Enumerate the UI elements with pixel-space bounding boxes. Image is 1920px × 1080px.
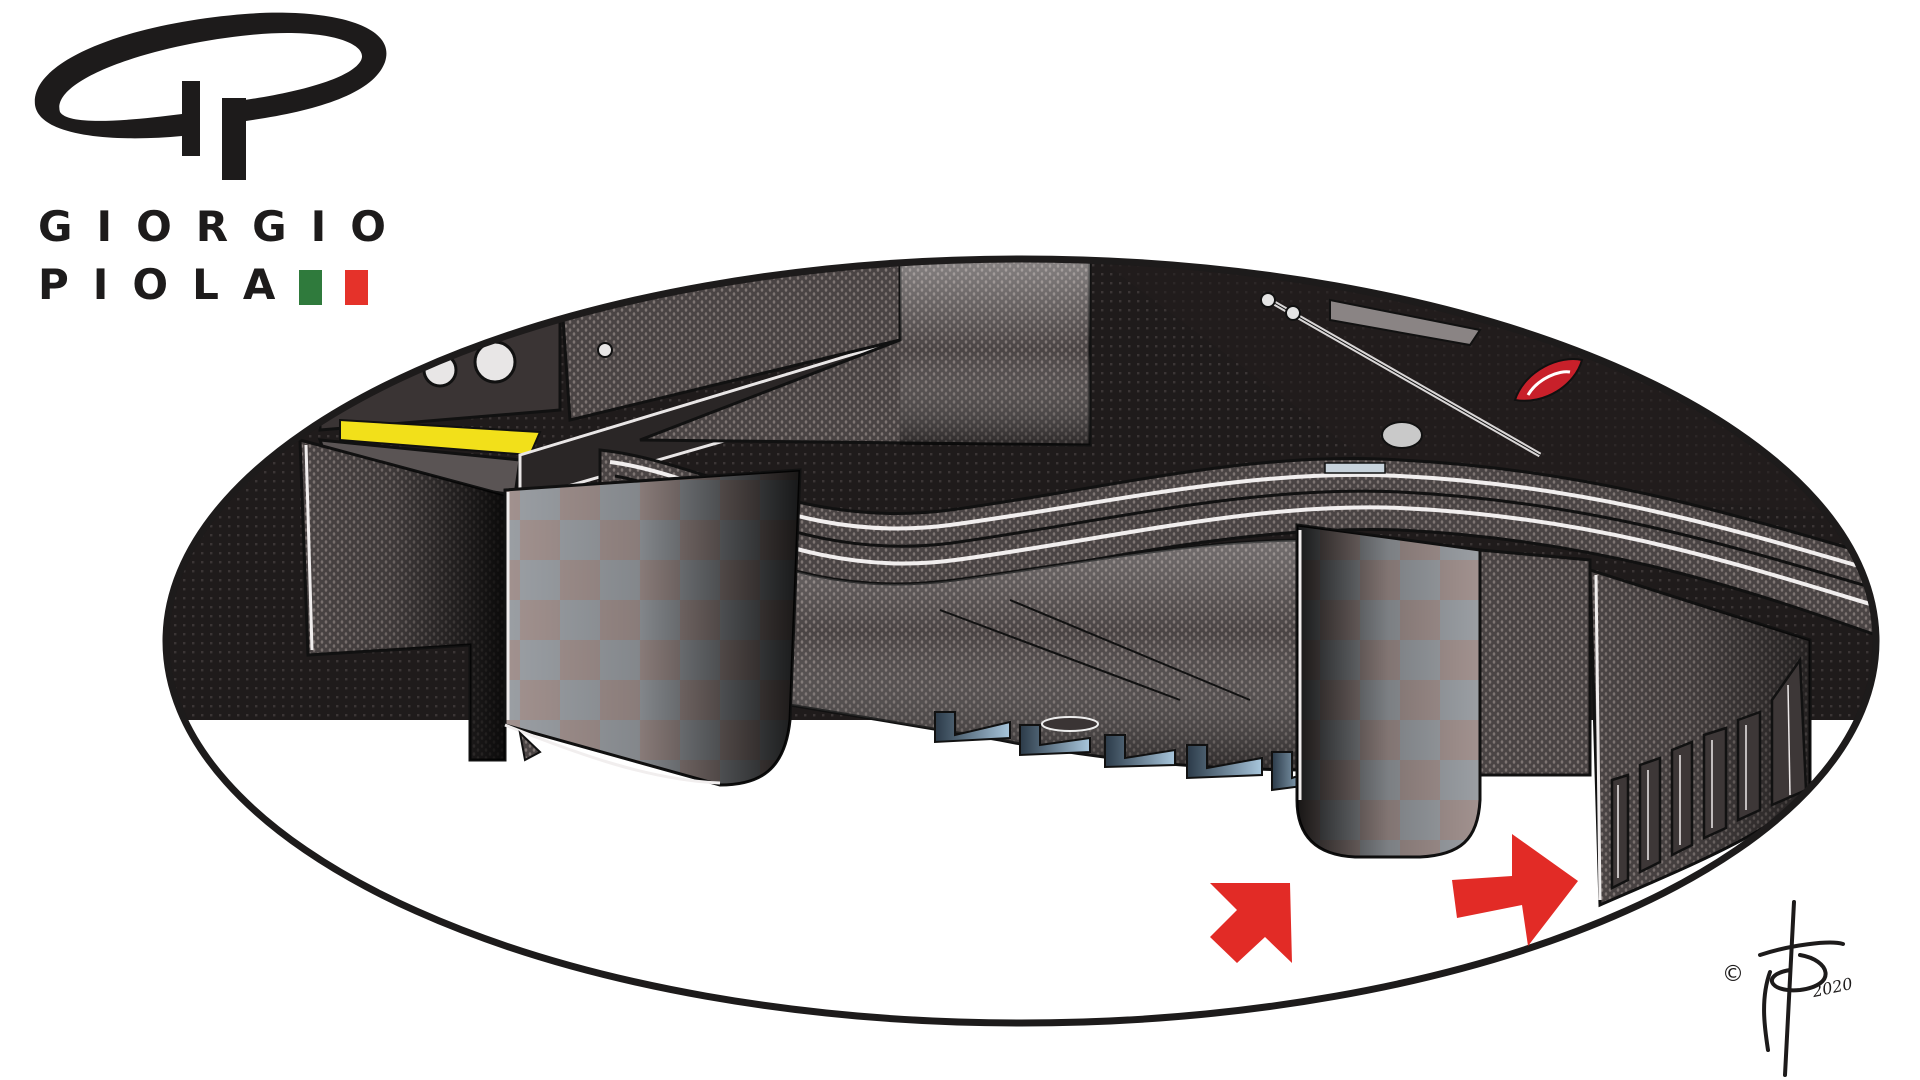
gp-monogram-logo xyxy=(34,12,387,180)
pushrod xyxy=(1260,292,1584,458)
italian-flag-green-bar xyxy=(299,270,322,305)
signature-copyright-mark: © xyxy=(1722,962,1744,987)
middle-diffuser-fence xyxy=(1295,523,1592,859)
left-outer-endplate xyxy=(298,438,507,762)
diffuser-illustration xyxy=(166,259,1876,908)
underfloor-strakes xyxy=(934,711,1311,792)
left-diffuser-fence xyxy=(503,468,802,787)
arrow-1-up-right-icon xyxy=(1210,883,1292,963)
logo-wordmark-giorgio: GIORGIO xyxy=(38,202,410,251)
italian-flag-red-bar xyxy=(345,270,368,305)
right-endplate-slotted-fins xyxy=(1588,567,1812,908)
arrow-2-right-icon xyxy=(1452,834,1578,946)
vignette-ellipse-frame xyxy=(162,255,1880,1027)
artist-signature xyxy=(1758,900,1845,1077)
logo-wordmark-piola: PIOLA xyxy=(38,260,300,309)
